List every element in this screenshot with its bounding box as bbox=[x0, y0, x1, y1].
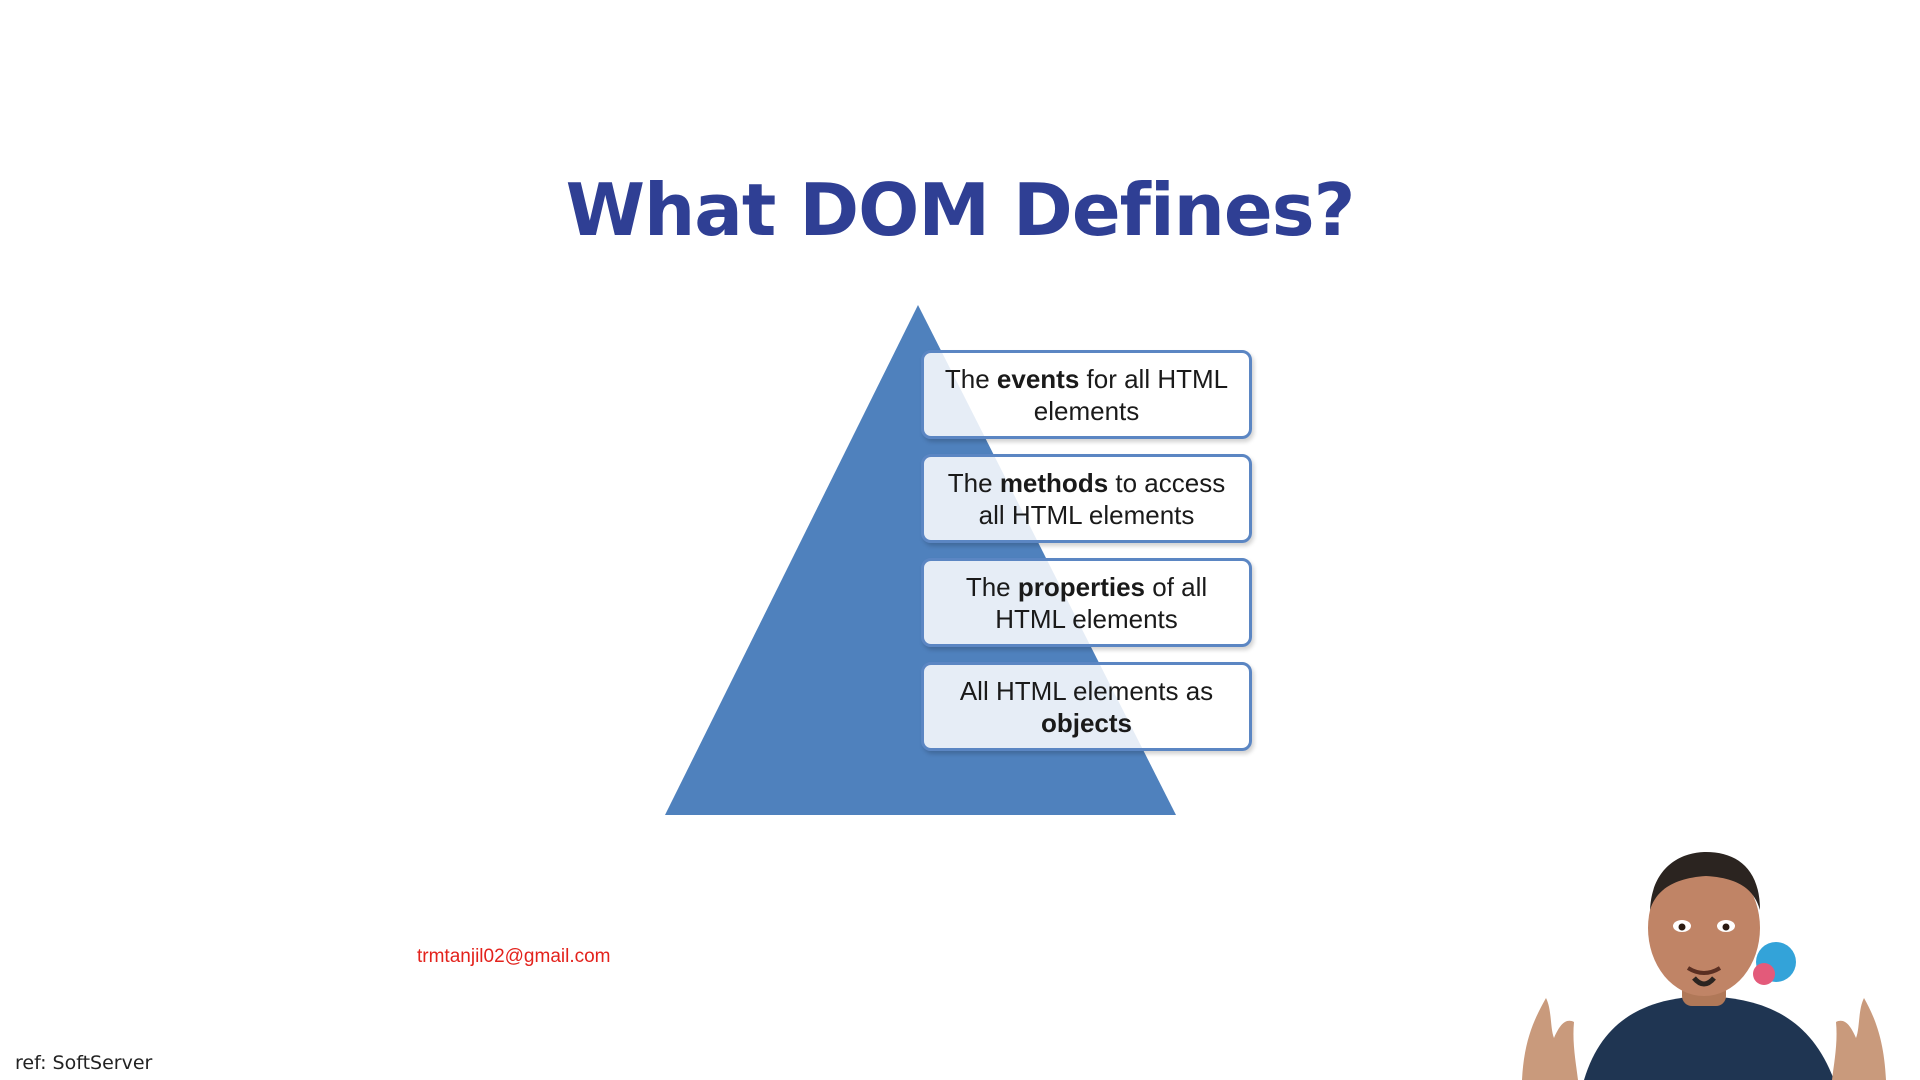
presenter-webcam bbox=[1514, 838, 1894, 1080]
email-watermark: trmtanjil02@gmail.com bbox=[417, 946, 611, 967]
reference-label: ref: SoftServer bbox=[15, 1052, 153, 1074]
level-text: The properties of all HTML elements bbox=[965, 571, 1208, 634]
presenter-figure bbox=[1522, 852, 1886, 1080]
pyramid-level-objects: All HTML elements as objects bbox=[921, 662, 1252, 751]
pyramid-level-properties: The properties of all HTML elements bbox=[921, 558, 1252, 647]
pyramid-level-events: The events for all HTML elements bbox=[921, 350, 1252, 439]
level-text: The events for all HTML elements bbox=[944, 363, 1229, 426]
level-text: The methods to access all HTML elements bbox=[947, 467, 1226, 530]
slide-title: What DOM Defines? bbox=[565, 168, 1356, 252]
pyramid-level-methods: The methods to access all HTML elements bbox=[921, 454, 1252, 543]
level-text: All HTML elements as objects bbox=[959, 675, 1214, 738]
